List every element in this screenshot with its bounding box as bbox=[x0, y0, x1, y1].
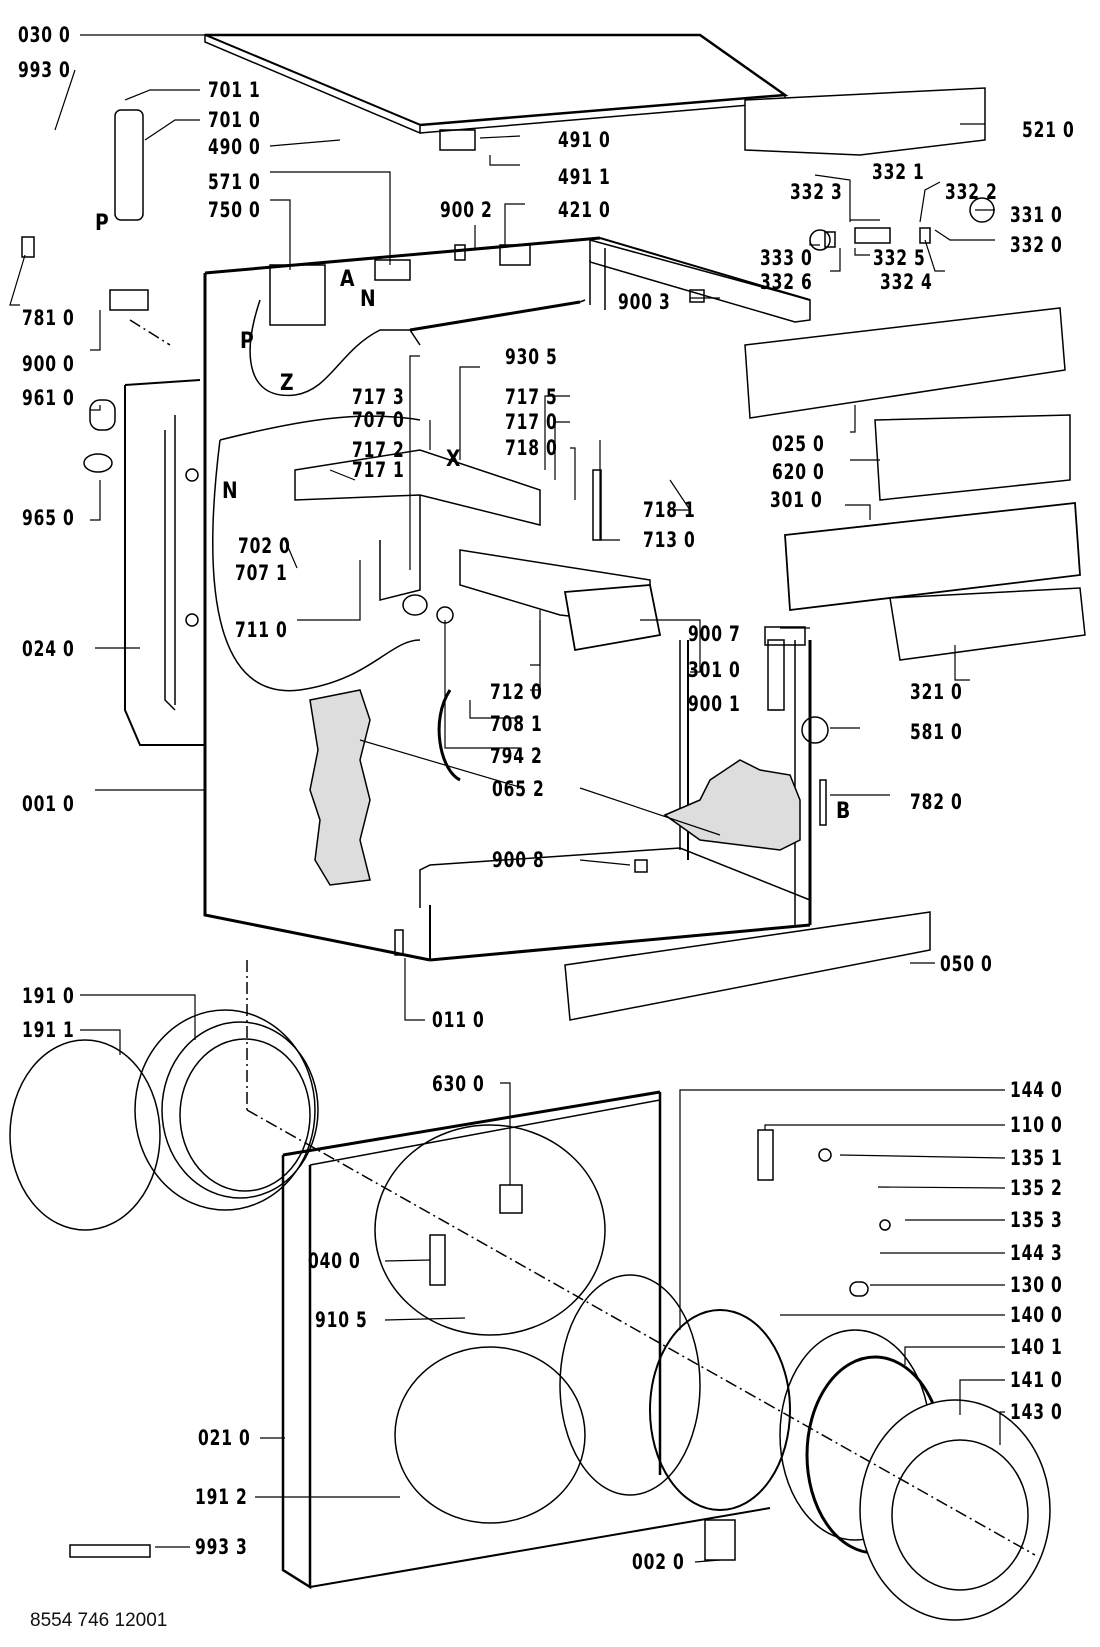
part-label-332-4: 332 4 bbox=[880, 270, 933, 294]
part-label-718-0: 718 0 bbox=[505, 436, 558, 460]
ref-letter-p-tank: P bbox=[240, 329, 254, 354]
part-label-191-1: 191 1 bbox=[22, 1018, 75, 1042]
door-assembly-rings bbox=[560, 1275, 1050, 1620]
part-label-581-0: 581 0 bbox=[910, 720, 963, 744]
ref-letter-n-top: N bbox=[360, 287, 376, 312]
part-label-717-0: 717 0 bbox=[505, 410, 558, 434]
part-label-717-1: 717 1 bbox=[352, 458, 405, 482]
part-label-040-0: 040 0 bbox=[308, 1249, 361, 1273]
part-label-965-0: 965 0 bbox=[22, 506, 75, 530]
part-label-713-0: 713 0 bbox=[643, 528, 696, 552]
part-label-521-0: 521 0 bbox=[1022, 118, 1075, 142]
part-label-571-0: 571 0 bbox=[208, 170, 261, 194]
part-label-707-1: 707 1 bbox=[235, 561, 288, 585]
small-components bbox=[22, 110, 994, 1560]
detergent-drawer-housing bbox=[295, 450, 660, 650]
part-label-993-0: 993 0 bbox=[18, 58, 71, 82]
front-panel-frame bbox=[283, 1092, 770, 1587]
part-label-930-5: 930 5 bbox=[505, 345, 558, 369]
part-label-025-0: 025 0 bbox=[772, 432, 825, 456]
door-gasket bbox=[10, 1010, 318, 1230]
part-label-961-0: 961 0 bbox=[22, 386, 75, 410]
part-label-900-0: 900 0 bbox=[22, 352, 75, 376]
part-label-717-5: 717 5 bbox=[505, 385, 558, 409]
part-label-332-6: 332 6 bbox=[760, 270, 813, 294]
part-label-130-0: 130 0 bbox=[1010, 1273, 1063, 1297]
part-label-630-0: 630 0 bbox=[432, 1072, 485, 1096]
part-label-143-0: 143 0 bbox=[1010, 1400, 1063, 1424]
part-label-900-3: 900 3 bbox=[618, 290, 671, 314]
part-label-135-2: 135 2 bbox=[1010, 1176, 1063, 1200]
document-code: 8554 746 12001 bbox=[30, 1610, 168, 1631]
part-label-332-5: 332 5 bbox=[873, 246, 926, 270]
part-label-301-0-drawer: 301 0 bbox=[688, 658, 741, 682]
part-label-332-0: 332 0 bbox=[1010, 233, 1063, 257]
part-label-144-3: 144 3 bbox=[1010, 1241, 1063, 1265]
part-label-110-0: 110 0 bbox=[1010, 1113, 1063, 1137]
side-panel bbox=[125, 380, 205, 745]
part-label-191-0: 191 0 bbox=[22, 984, 75, 1008]
part-label-332-1: 332 1 bbox=[872, 160, 925, 184]
part-label-141-0: 141 0 bbox=[1010, 1368, 1063, 1392]
axis-lines bbox=[130, 320, 1035, 1555]
part-label-011-0: 011 0 bbox=[432, 1008, 485, 1032]
part-label-701-0: 701 0 bbox=[208, 108, 261, 132]
part-label-321-0: 321 0 bbox=[910, 680, 963, 704]
part-label-717-2: 717 2 bbox=[352, 438, 405, 462]
control-panel-parts bbox=[565, 88, 1085, 1020]
part-label-002-0: 002 0 bbox=[632, 1550, 685, 1574]
part-label-993-3: 993 3 bbox=[195, 1535, 248, 1559]
part-label-900-8: 900 8 bbox=[492, 848, 545, 872]
ref-letter-n-side: N bbox=[222, 479, 238, 504]
part-label-332-2: 332 2 bbox=[945, 180, 998, 204]
ref-letter-x: X bbox=[446, 447, 461, 472]
part-label-750-0: 750 0 bbox=[208, 198, 261, 222]
ref-letter-b: B bbox=[836, 799, 851, 824]
part-label-900-1: 900 1 bbox=[688, 692, 741, 716]
leader-lines bbox=[10, 35, 1005, 1562]
part-label-702-0: 702 0 bbox=[238, 534, 291, 558]
part-label-140-0: 140 0 bbox=[1010, 1303, 1063, 1327]
part-label-490-0: 490 0 bbox=[208, 135, 261, 159]
part-label-620-0: 620 0 bbox=[772, 460, 825, 484]
part-label-708-1: 708 1 bbox=[490, 712, 543, 736]
part-label-332-3: 332 3 bbox=[790, 180, 843, 204]
part-label-491-1: 491 1 bbox=[558, 165, 611, 189]
part-label-001-0: 001 0 bbox=[22, 792, 75, 816]
part-label-701-1: 701 1 bbox=[208, 78, 261, 102]
part-label-781-0: 781 0 bbox=[22, 306, 75, 330]
top-lid bbox=[205, 35, 785, 133]
part-label-144-0: 144 0 bbox=[1010, 1078, 1063, 1102]
part-label-030-0: 030 0 bbox=[18, 23, 71, 47]
part-label-718-1: 718 1 bbox=[643, 498, 696, 522]
part-label-794-2: 794 2 bbox=[490, 744, 543, 768]
part-label-024-0: 024 0 bbox=[22, 637, 75, 661]
part-label-717-3: 717 3 bbox=[352, 385, 405, 409]
part-label-711-0: 711 0 bbox=[235, 618, 288, 642]
part-label-191-2: 191 2 bbox=[195, 1485, 248, 1509]
part-label-421-0: 421 0 bbox=[558, 198, 611, 222]
part-label-140-1: 140 1 bbox=[1010, 1335, 1063, 1359]
part-label-910-5: 910 5 bbox=[315, 1308, 368, 1332]
part-label-331-0: 331 0 bbox=[1010, 203, 1063, 227]
part-label-021-0: 021 0 bbox=[198, 1426, 251, 1450]
part-label-065-2: 065 2 bbox=[492, 777, 545, 801]
part-label-301-0-panel: 301 0 bbox=[770, 488, 823, 512]
part-label-900-2: 900 2 bbox=[440, 198, 493, 222]
part-label-050-0: 050 0 bbox=[940, 952, 993, 976]
part-label-333-0: 333 0 bbox=[760, 246, 813, 270]
part-label-712-0: 712 0 bbox=[490, 680, 543, 704]
ref-letter-p-hose: P bbox=[95, 211, 109, 236]
part-label-782-0: 782 0 bbox=[910, 790, 963, 814]
part-label-900-7: 900 7 bbox=[688, 622, 741, 646]
part-label-135-3: 135 3 bbox=[1010, 1208, 1063, 1232]
part-label-135-1: 135 1 bbox=[1010, 1146, 1063, 1170]
cabinet-body bbox=[205, 238, 810, 960]
part-label-491-0: 491 0 bbox=[558, 128, 611, 152]
ref-letter-a: A bbox=[340, 267, 355, 292]
part-label-707-0: 707 0 bbox=[352, 408, 405, 432]
ref-letter-z: Z bbox=[280, 371, 294, 396]
